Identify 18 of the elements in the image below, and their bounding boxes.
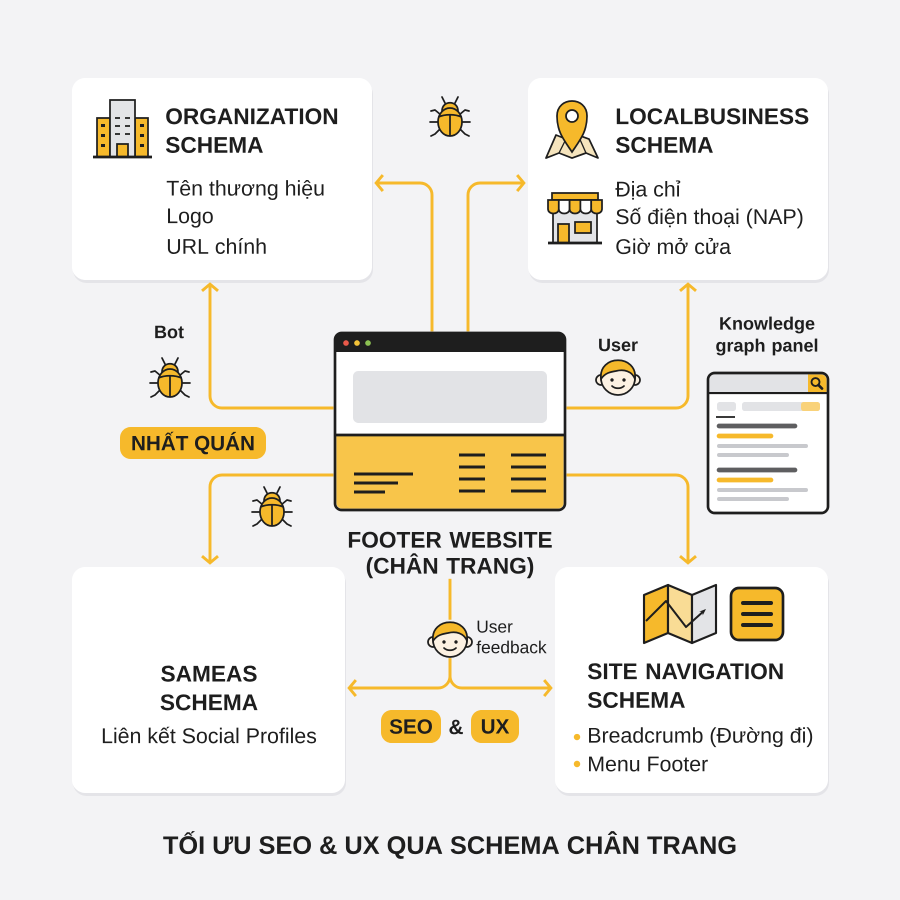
diagram-title: TỐI ƯU SEO & UX QUA SCHEMA CHÂN TRANG	[163, 831, 736, 859]
tag-pill: UX	[471, 710, 519, 743]
tag-pill: NHẤT QUÁN	[120, 427, 266, 459]
arrow	[566, 474, 697, 565]
connector-text: &	[449, 720, 463, 734]
panel-caption: Knowledge graph panel	[716, 316, 818, 356]
arrow	[374, 174, 434, 332]
arrow	[448, 658, 553, 697]
arrow	[201, 282, 334, 410]
arrow	[466, 174, 526, 332]
window-caption: FOOTER WEBSITE (CHÂN TRANG)	[348, 532, 552, 578]
node-caption: User feedback	[476, 620, 547, 654]
icon-label: Bot	[155, 326, 184, 338]
icon-label: User	[599, 338, 638, 352]
connector-line	[448, 578, 452, 620]
arrow	[566, 282, 697, 410]
tag-pill: SEO	[381, 710, 441, 743]
arrow	[201, 474, 334, 565]
